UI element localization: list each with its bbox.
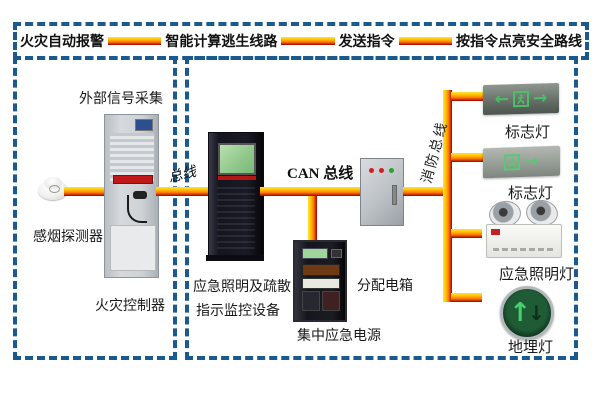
controller-screen — [135, 119, 153, 131]
flow-step-fire-alarm: 火灾自动报警 — [20, 35, 104, 50]
flow-step-compute-route: 智能计算逃生线路 — [165, 35, 278, 50]
can-bus-label: CAN 总线 — [287, 166, 354, 182]
can-bus-line — [260, 187, 362, 196]
indicator-green-icon — [389, 168, 394, 173]
sign1-label: 标志灯 — [505, 125, 551, 141]
branch-line-ground — [451, 293, 482, 302]
box-handle — [392, 185, 397, 205]
right-arrow-icon: → — [524, 150, 539, 172]
trunk-bus-line — [156, 187, 212, 196]
flow-step-light-route: 按指令点亮安全路线 — [455, 35, 582, 50]
monitor-label-line2: 指示监控设备 — [196, 304, 280, 319]
emergency-light-body — [486, 224, 562, 258]
monitor-label-line1: 应急照明及疏散 — [193, 280, 291, 295]
flow-arrow-line — [108, 37, 162, 45]
monitor-cabinet-image — [208, 132, 264, 260]
controller-label: 火灾控制器 — [95, 299, 165, 314]
monitor-cabinet-base — [206, 255, 264, 261]
left-box-title: 外部信号采集 — [79, 92, 163, 107]
flow-arrow-line — [398, 37, 452, 45]
eps-label: 集中应急电源 — [297, 329, 381, 344]
up-arrow-icon: ↑ — [509, 298, 532, 328]
branch-line-sign2 — [451, 153, 486, 162]
sign2-label: 标志灯 — [508, 186, 554, 202]
fire-bus-line — [443, 90, 452, 302]
exit-sign-1: ← → — [483, 83, 559, 115]
right-arrow-icon: → — [533, 87, 548, 109]
fire-controller-image — [104, 114, 159, 278]
left-subsystem-box — [13, 56, 177, 360]
flow-arrow-line — [281, 37, 335, 45]
down-arrow-icon: ↓ — [528, 301, 545, 325]
brand-mark — [491, 229, 500, 235]
eps-drop-line — [308, 196, 317, 242]
controller-display — [113, 175, 153, 184]
indicator-red-icon — [369, 168, 374, 173]
right-subsystem-box — [185, 56, 578, 360]
exit-sign-2: → — [483, 145, 560, 179]
ground-light-image: ↑ ↓ — [500, 286, 554, 340]
flow-step-send-command: 发送指令 — [338, 35, 395, 50]
eps-cabinet-image — [293, 240, 347, 322]
emergency-light-label: 应急照明灯 — [499, 267, 575, 283]
running-man-icon — [513, 90, 529, 108]
branch-line-sign1 — [451, 92, 487, 101]
eps-display — [302, 248, 328, 259]
indicator-red-icon — [379, 168, 384, 173]
distribution-label: 分配电箱 — [357, 279, 413, 294]
left-arrow-icon: ← — [494, 88, 509, 110]
distribution-box-image — [360, 158, 404, 226]
monitor-screen — [218, 143, 256, 175]
detector-label: 感烟探测器 — [33, 230, 103, 245]
ground-light-label: 地埋灯 — [508, 340, 554, 356]
running-man-icon — [504, 154, 521, 171]
detector-bus-line — [64, 187, 108, 196]
top-flow-box: 火灾自动报警 智能计算逃生线路 发送指令 按指令点亮安全路线 — [13, 22, 589, 60]
branch-line-emlight — [451, 229, 482, 238]
distribution-bus-line — [403, 187, 448, 196]
